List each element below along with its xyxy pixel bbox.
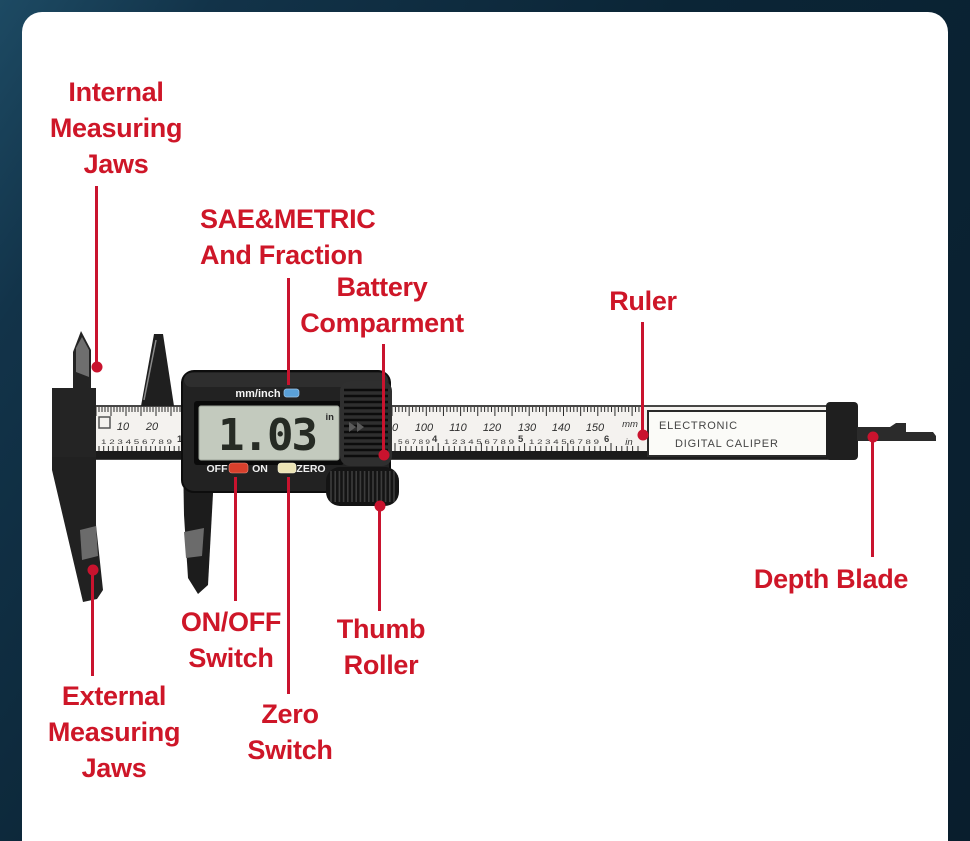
label-line: Zero <box>261 699 319 729</box>
pointer-dot-external-jaws <box>87 564 99 576</box>
label-ruler: Ruler <box>609 283 677 319</box>
pointer-dot-thumb-roller <box>374 500 386 512</box>
label-line: Battery <box>336 272 428 302</box>
label-line: Switch <box>247 735 333 765</box>
pointer-line-ruler <box>641 322 644 435</box>
label-line: Roller <box>343 650 419 680</box>
label-depth-blade: Depth Blade <box>753 561 909 597</box>
label-line: Internal <box>68 77 164 107</box>
label-internal-measuring-jaws: Internal Measuring Jaws <box>49 74 183 182</box>
label-line: Jaws <box>81 753 147 783</box>
label-line: Measuring <box>47 717 181 747</box>
label-line: Ruler <box>609 286 677 316</box>
label-line: Depth Blade <box>753 564 909 594</box>
label-line: Thumb <box>336 614 426 644</box>
label-line: Measuring <box>49 113 183 143</box>
label-zero-switch: Zero Switch <box>247 696 333 768</box>
pointer-dot-battery <box>378 449 390 461</box>
pointer-line-sae-metric <box>287 278 290 385</box>
pointer-line-zero <box>287 477 290 694</box>
label-line: Comparment <box>300 308 464 338</box>
pointer-dot-internal-jaws <box>91 361 103 373</box>
pointer-line-depth-blade <box>871 437 874 557</box>
label-external-measuring-jaws: External Measuring Jaws <box>47 678 181 786</box>
pointer-dot-ruler <box>637 429 649 441</box>
label-line: External <box>61 681 167 711</box>
pointer-line-thumb-roller <box>378 506 381 611</box>
label-sae-metric: SAE&METRIC And Fraction <box>200 201 376 273</box>
label-line: And Fraction <box>200 240 363 270</box>
label-line: Switch <box>188 643 274 673</box>
pointer-line-internal-jaws <box>95 186 98 367</box>
label-line: ON/OFF <box>180 607 282 637</box>
pointer-line-battery <box>382 344 385 455</box>
label-on-off-switch: ON/OFF Switch <box>180 604 282 676</box>
label-thumb-roller: Thumb Roller <box>336 611 426 683</box>
label-line: SAE&METRIC <box>200 204 376 234</box>
label-battery-compartment: Battery Comparment <box>300 269 464 341</box>
pointer-line-external-jaws <box>91 570 94 676</box>
pointer-dot-depth-blade <box>867 431 879 443</box>
label-line: Jaws <box>83 149 149 179</box>
pointer-line-on-off <box>234 477 237 601</box>
